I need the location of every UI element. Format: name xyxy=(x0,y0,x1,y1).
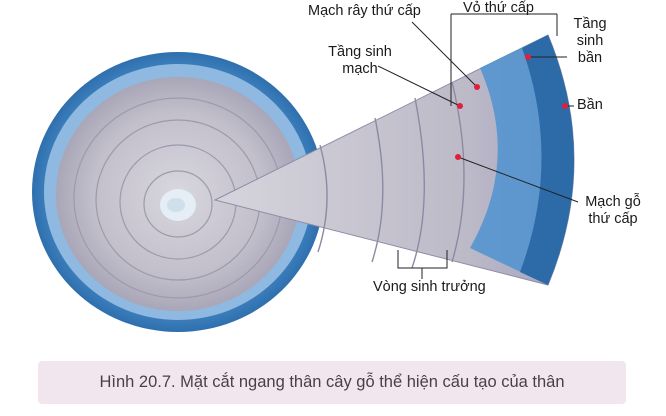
label-tang-sinh-mach-line1: Tầng sinh xyxy=(328,44,392,60)
label-mach-go-line1: Mạch gỗ xyxy=(585,194,641,210)
leader-lines xyxy=(377,13,579,279)
label-tang-sinh-mach: Tầng sinh mạch xyxy=(320,44,400,78)
label-vo-thu-cap: Vỏ thứ cấp xyxy=(463,0,534,16)
magnified-wedge xyxy=(213,34,575,286)
label-mach-ray-thu-cap: Mạch rây thứ cấp xyxy=(308,3,421,19)
stem-disc xyxy=(32,52,324,332)
label-mach-go-line2: thứ cấp xyxy=(588,211,638,227)
label-tang-sinh-ban-line3: bần xyxy=(577,50,603,66)
label-vong-sinh-truong: Vòng sinh trưởng xyxy=(373,279,486,295)
stem-cross-section-figure xyxy=(32,13,579,332)
label-tang-sinh-mach-line2: mạch xyxy=(342,61,378,77)
label-tang-sinh-ban-line1: Tầng xyxy=(573,16,607,32)
figure-caption-box: Hình 20.7. Mặt cắt ngang thân cây gỗ thể… xyxy=(38,361,626,404)
label-tang-sinh-ban-line2: sinh xyxy=(576,33,604,49)
label-tang-sinh-ban: Tầng sinh bần xyxy=(566,16,614,67)
label-mach-go-thu-cap: Mạch gỗ thứ cấp xyxy=(578,194,648,228)
label-ban: Bần xyxy=(577,97,603,113)
figure-caption: Hình 20.7. Mặt cắt ngang thân cây gỗ thể… xyxy=(99,373,565,391)
label-markers xyxy=(455,54,568,160)
